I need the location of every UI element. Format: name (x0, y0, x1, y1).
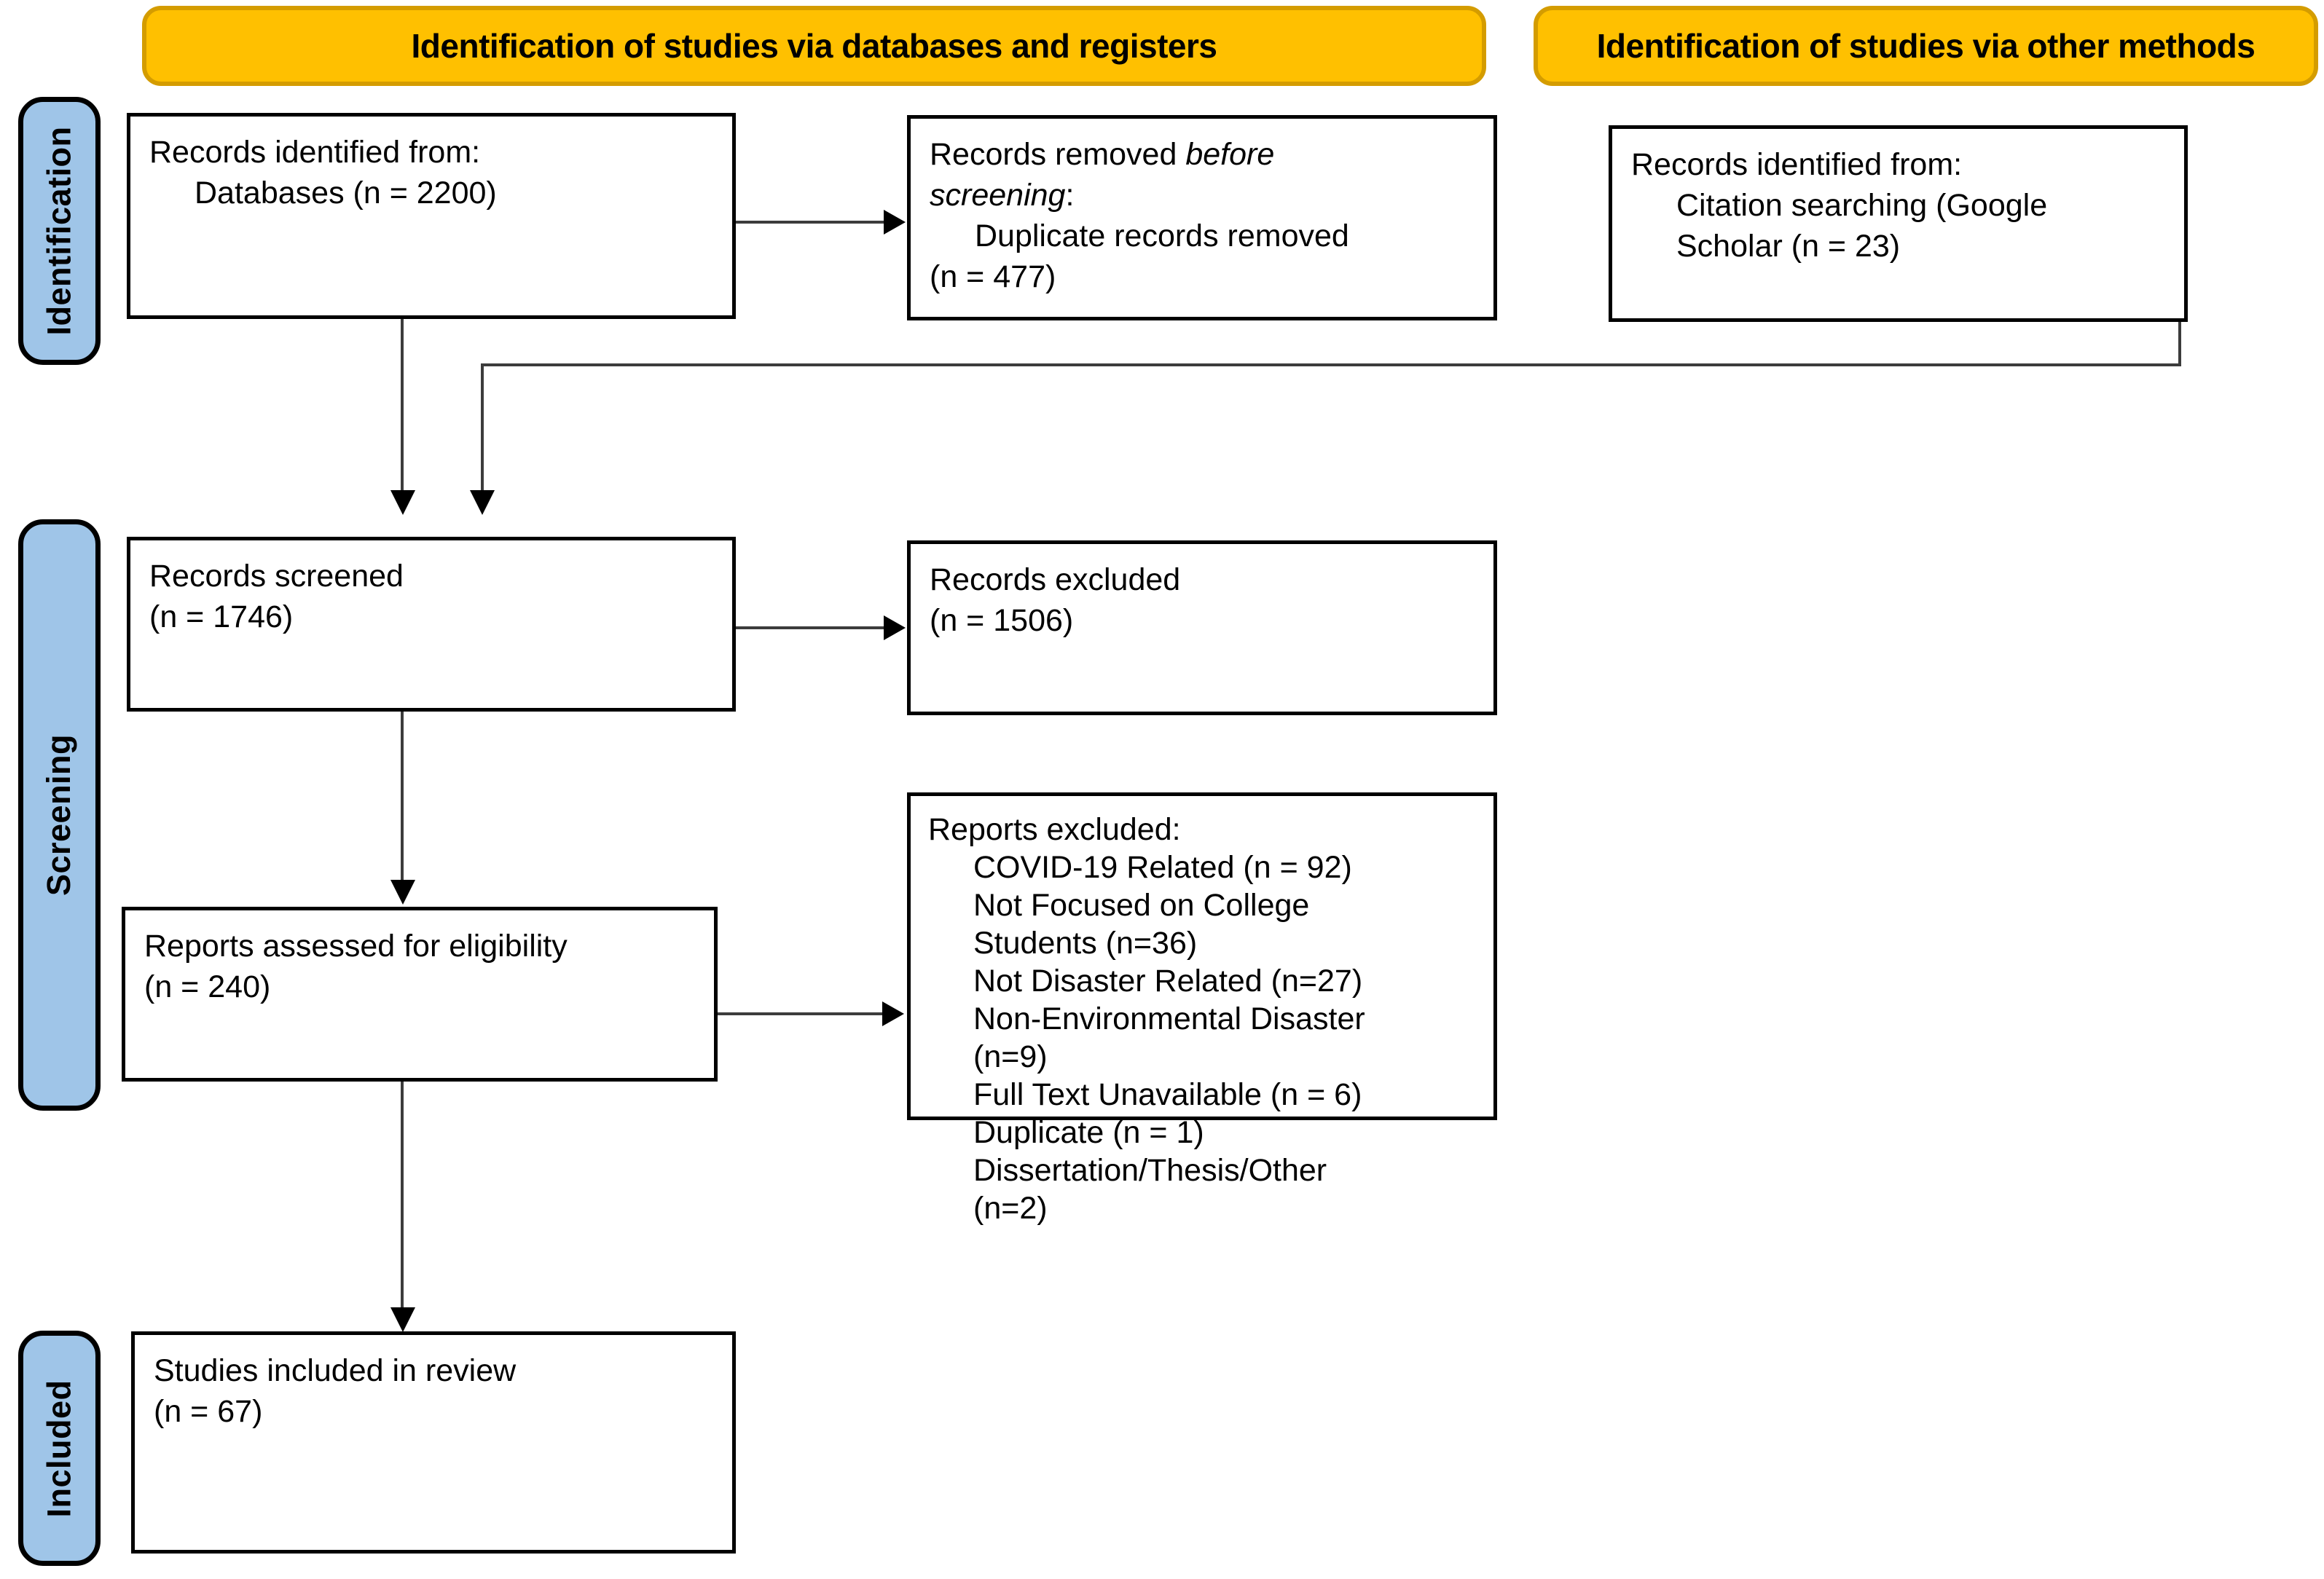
connector-assessed-to-included-line (401, 1082, 404, 1311)
box-records-excluded: Records excluded (n = 1506) (907, 540, 1497, 715)
reports-excluded-item: COVID-19 Related (n = 92) (973, 850, 1352, 886)
connector-db-to-removed-line (736, 221, 885, 224)
studies-included-line1: Studies included in review (154, 1353, 517, 1388)
connector-screened-to-excluded-line (736, 626, 885, 629)
reports-excluded-item: Non-Environmental Disaster (973, 1001, 1365, 1037)
connector-other-to-screened-arrowhead (470, 490, 495, 515)
records-removed-line3: Duplicate records removed (975, 218, 1349, 253)
records-excluded-line1: Records excluded (930, 562, 1181, 597)
reports-excluded-item: Not Focused on College (973, 888, 1310, 924)
connector-screened-to-assessed-line (401, 712, 404, 883)
box-studies-included: Studies included in review (n = 67) (131, 1331, 736, 1554)
records-removed-line1-italic: before (1185, 137, 1275, 172)
connector-assessed-to-excluded-line (718, 1012, 884, 1015)
connector-other-elbow-h (481, 363, 2181, 366)
connector-db-to-screened-line (401, 319, 404, 494)
reports-excluded-item: (n=9) (973, 1039, 1048, 1075)
box-records-removed-before-screening: Records removed before screening: Duplic… (907, 115, 1497, 320)
records-screened-line2: (n = 1746) (149, 599, 294, 634)
reports-excluded-item: Duplicate (n = 1) (973, 1115, 1204, 1151)
reports-excluded-item: Full Text Unavailable (n = 6) (973, 1077, 1362, 1113)
reports-excluded-item: Students (n=36) (973, 926, 1198, 961)
header-databases-label: Identification of studies via databases … (411, 27, 1217, 65)
records-screened-line1: Records screened (149, 559, 404, 594)
stage-tab-identification: Identification (18, 97, 101, 365)
records-removed-line1: Records removed before (930, 135, 1475, 176)
records-identified-other-line2: Citation searching (Google (1676, 187, 2048, 223)
records-removed-line4: (n = 477) (930, 259, 1056, 294)
stage-tab-included-label: Included (40, 1379, 78, 1518)
reports-assessed-line2: (n = 240) (144, 969, 271, 1004)
stage-tab-screening-label: Screening (40, 733, 78, 897)
header-databases-registers: Identification of studies via databases … (142, 6, 1486, 86)
connector-assessed-to-excluded-arrowhead (882, 1001, 904, 1026)
records-removed-line1-text: Records removed (930, 137, 1186, 172)
box-records-identified-databases: Records identified from: Databases (n = … (127, 113, 736, 319)
reports-excluded-item: Not Disaster Related (n=27) (973, 964, 1363, 999)
box-reports-excluded: Reports excluded: COVID-19 Related (n = … (907, 792, 1497, 1226)
connector-screened-to-excluded-arrowhead (884, 615, 906, 640)
stage-tab-screening: Screening (18, 519, 101, 1111)
studies-included-line2: (n = 67) (154, 1393, 263, 1429)
connector-assessed-to-included-arrowhead (390, 1307, 415, 1332)
box-reports-assessed: Reports assessed for eligibility (n = 24… (122, 907, 718, 1082)
records-identified-other-line1: Records identified from: (1631, 147, 1963, 182)
box-records-identified-other: Records identified from: Citation search… (1609, 125, 2188, 322)
box-records-screened: Records screened (n = 1746) (127, 537, 736, 712)
records-removed-line2-tail: : (1065, 177, 1075, 213)
connector-db-to-removed-arrowhead (884, 210, 906, 235)
connector-other-elbow-v1 (2178, 322, 2181, 366)
records-identified-db-line2: Databases (n = 2200) (195, 175, 497, 210)
connector-other-elbow-v2 (481, 363, 484, 495)
records-identified-other-line3: Scholar (n = 23) (1676, 228, 1901, 264)
reports-excluded-item: Dissertation/Thesis/Other (973, 1153, 1327, 1189)
records-identified-db-line1: Records identified from: (149, 135, 481, 170)
connector-screened-to-assessed-arrowhead (390, 880, 415, 905)
records-removed-line2-italic: screening (930, 177, 1066, 213)
stage-tab-included: Included (18, 1331, 101, 1566)
connector-db-to-screened-arrowhead (390, 490, 415, 515)
records-removed-line2: screening: (930, 176, 1475, 216)
stage-tab-identification-label: Identification (40, 126, 78, 336)
header-other-methods-label: Identification of studies via other meth… (1596, 27, 2256, 65)
reports-excluded-title: Reports excluded: (928, 812, 1181, 847)
reports-excluded-item: (n=2) (973, 1191, 1048, 1226)
reports-assessed-line1: Reports assessed for eligibility (144, 929, 568, 964)
header-other-methods: Identification of studies via other meth… (1534, 6, 2318, 86)
records-excluded-line2: (n = 1506) (930, 602, 1074, 638)
